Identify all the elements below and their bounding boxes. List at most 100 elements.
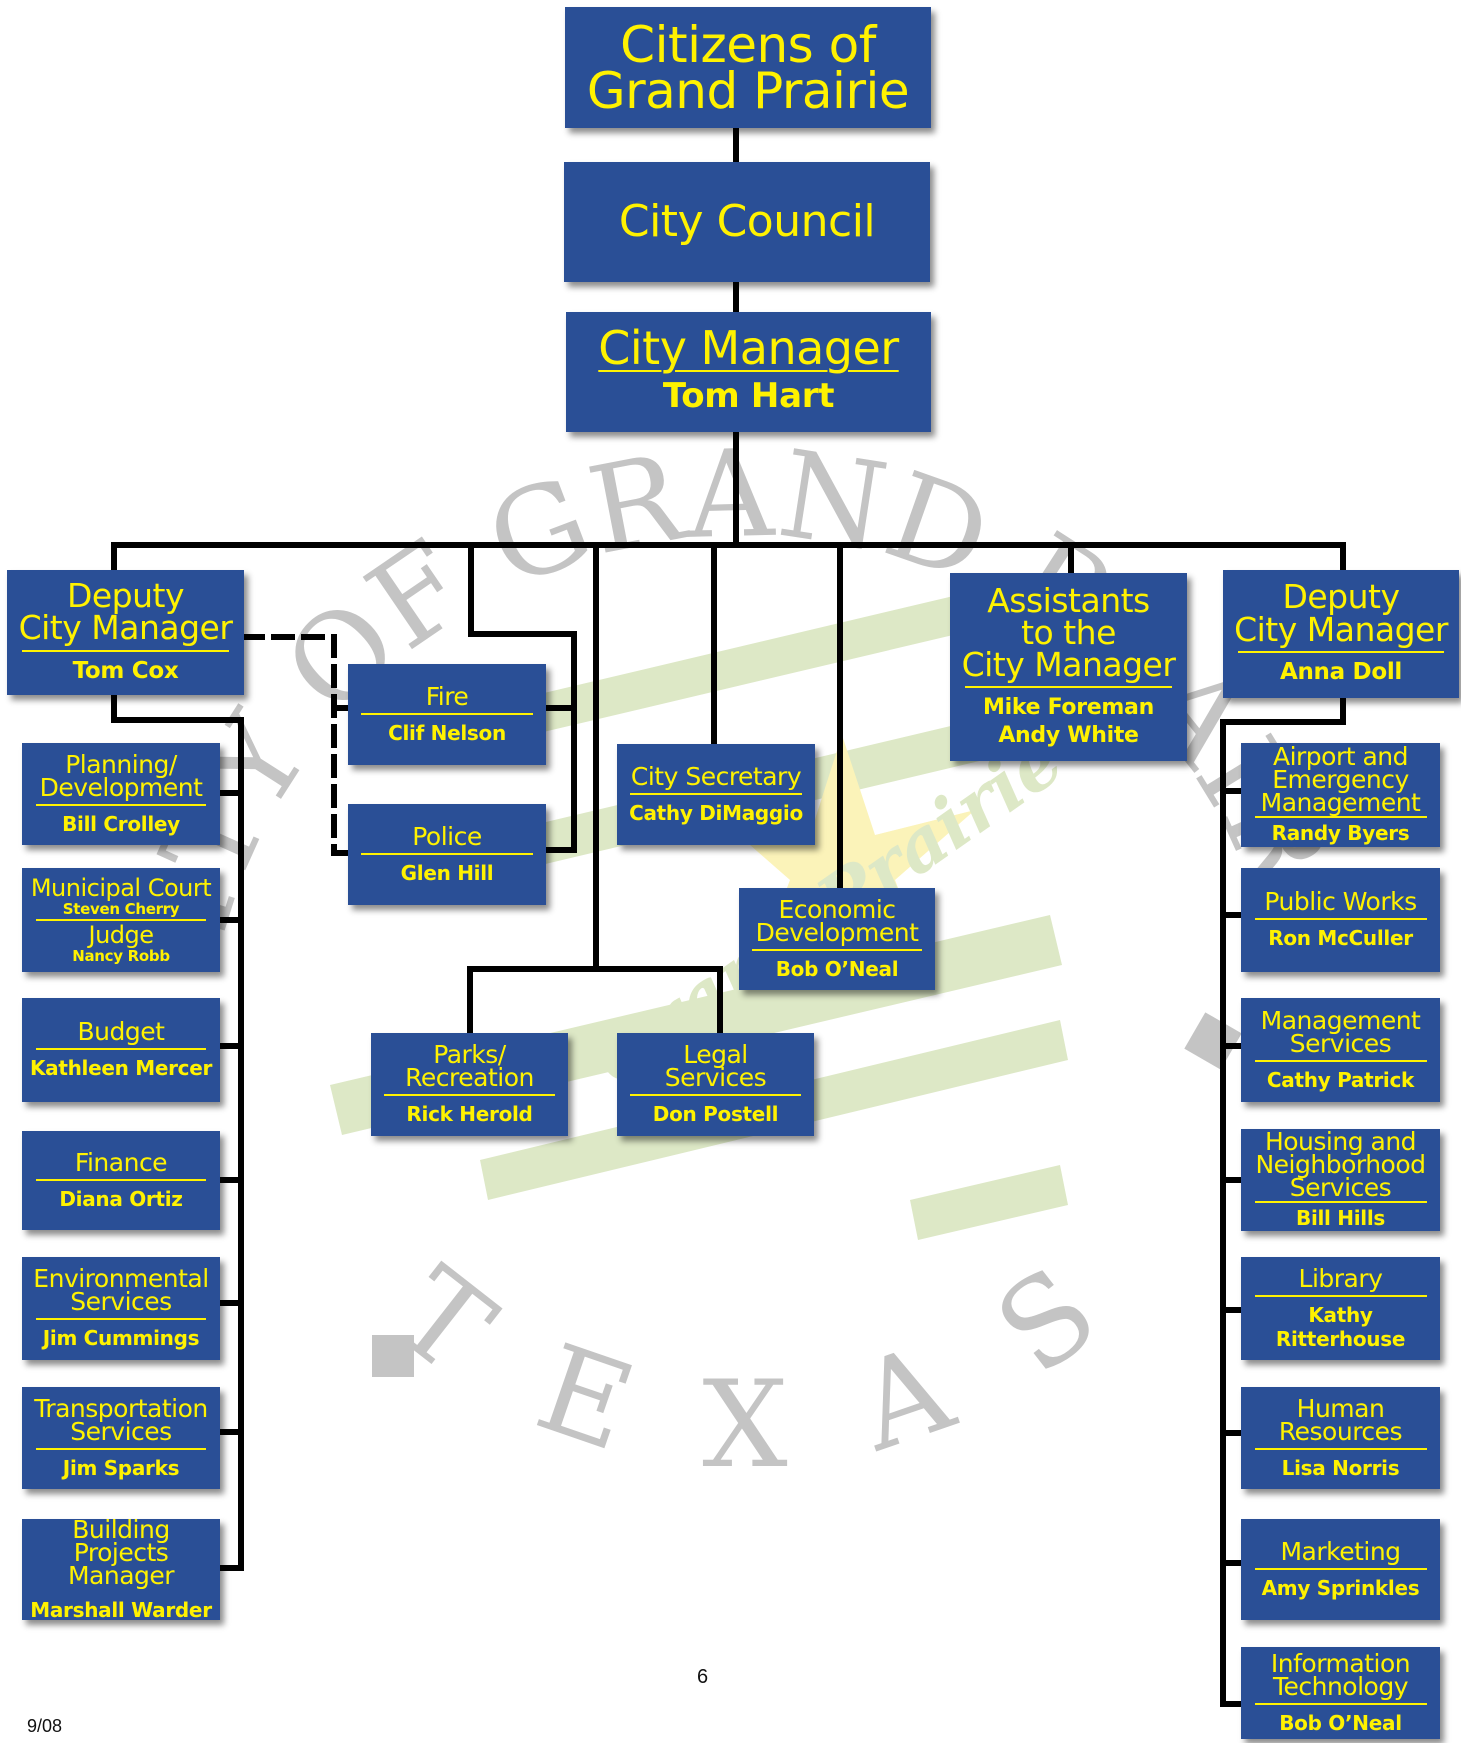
left-dept-title: Budget: [77, 1017, 165, 1046]
budget-box[interactable]: Budget Kathleen Mercer: [22, 998, 220, 1102]
title-divider: [1238, 651, 1444, 654]
deputy-left-name: Tom Cox: [72, 657, 179, 684]
right-dept-title: Housing and Neighborhood Services: [1255, 1127, 1426, 1202]
title-divider: [1254, 1567, 1427, 1570]
police-box[interactable]: Police Glen Hill: [348, 804, 546, 905]
city-secretary-box[interactable]: City Secretary Cathy DiMaggio: [617, 744, 815, 845]
right-dept-title: Human Resources: [1278, 1393, 1403, 1446]
title-divider: [1254, 1201, 1427, 1203]
city-manager-box[interactable]: City Manager Tom Hart: [566, 312, 931, 432]
legal-services-box[interactable]: Legal Services Don Postell: [617, 1033, 814, 1136]
left-dept-name: Bill Crolley: [62, 811, 180, 836]
municipal-court-title: Municipal Court: [30, 873, 212, 902]
title-divider: [630, 1094, 801, 1096]
deputy-city-manager-right-box[interactable]: Deputy City Manager Anna Doll: [1223, 570, 1459, 698]
right-dept-name: Bill Hills: [1296, 1206, 1385, 1230]
left-dept-title: Finance: [74, 1147, 168, 1177]
left-dept-name: Jim Cummings: [42, 1326, 200, 1350]
right-dept-title: Library: [1298, 1263, 1383, 1293]
right-dept-name: Randy Byers: [1271, 821, 1410, 845]
library-box[interactable]: Library Kathy Ritterhouse: [1241, 1257, 1440, 1360]
city-secretary-name: Cathy DiMaggio: [629, 800, 803, 825]
police-name: Glen Hill: [400, 860, 494, 885]
right-dept-title: Airport and Emergency Management: [1260, 742, 1421, 817]
assistants-box[interactable]: Assistants to the City Manager Mike Fore…: [950, 573, 1187, 761]
right-dept-title: Public Works: [1264, 887, 1417, 916]
citizens-box[interactable]: Citizens of Grand Prairie: [565, 7, 931, 128]
planning-development-box[interactable]: Planning/ Development Bill Crolley: [22, 743, 220, 845]
title-divider: [384, 1094, 555, 1096]
deputy-right-title: Deputy City Manager: [1234, 577, 1448, 649]
transportation-services-box[interactable]: Transportation Services Jim Sparks: [22, 1387, 220, 1489]
right-dept-name: Kathy Ritterhouse: [1275, 1302, 1406, 1351]
deputy-left-title: Deputy City Manager: [18, 575, 233, 648]
title-divider: [630, 792, 802, 795]
watermark-square: [1184, 1012, 1242, 1070]
environmental-services-box[interactable]: Environmental Services Jim Cummings: [22, 1257, 220, 1360]
title-divider: [22, 649, 229, 652]
public-works-box[interactable]: Public Works Ron McCuller: [1241, 868, 1440, 972]
deputy-city-manager-left-box[interactable]: Deputy City Manager Tom Cox: [7, 570, 244, 695]
city-manager-name: Tom Hart: [662, 376, 835, 417]
title-divider: [1254, 816, 1427, 818]
city-manager-title: City Manager: [598, 320, 899, 375]
title-divider: [361, 712, 533, 715]
economic-development-title: Economic Development: [755, 894, 919, 947]
assistants-names: Mike Foreman Andy White: [983, 695, 1154, 748]
watermark-state-letter: X: [702, 1356, 787, 1495]
right-dept-name: Amy Sprinkles: [1261, 1575, 1420, 1600]
judge-title: Judge: [88, 920, 154, 949]
municipal-court-box[interactable]: Municipal Court Steven Cherry Judge Nanc…: [22, 868, 220, 972]
left-dept-name: Kathleen Mercer: [29, 1056, 213, 1080]
revision-date: 9/08: [27, 1716, 63, 1736]
deputy-right-name: Anna Doll: [1279, 659, 1403, 686]
judge-name: Nancy Robb: [72, 946, 170, 965]
economic-development-box[interactable]: Economic Development Bob O’Neal: [739, 888, 935, 990]
housing-neighborhood-box[interactable]: Housing and Neighborhood Services Bill H…: [1241, 1129, 1440, 1231]
title-divider: [1254, 1059, 1427, 1062]
parks-recreation-name: Rick Herold: [406, 1102, 533, 1126]
municipal-court-name: Steven Cherry: [62, 899, 180, 918]
left-dept-title: Building Projects Manager: [67, 1514, 175, 1590]
right-dept-name: Ron McCuller: [1268, 926, 1413, 950]
finance-box[interactable]: Finance Diana Ortiz: [22, 1131, 220, 1230]
management-services-box[interactable]: Management Services Cathy Patrick: [1241, 998, 1440, 1102]
title-divider: [36, 1178, 206, 1181]
left-dept-name: Diana Ortiz: [59, 1186, 183, 1211]
left-dept-title: Transportation Services: [34, 1393, 208, 1446]
title-divider: [1254, 1294, 1427, 1297]
city-council-box[interactable]: City Council: [564, 162, 930, 282]
right-dept-title: Marketing: [1280, 1536, 1401, 1566]
marketing-box[interactable]: Marketing Amy Sprinkles: [1241, 1519, 1440, 1620]
title-divider: [1254, 1702, 1427, 1705]
building-projects-box[interactable]: Building Projects Manager Marshall Warde…: [22, 1514, 220, 1622]
title-divider: [965, 686, 1172, 689]
citizens-title: Citizens of Grand Prairie: [586, 15, 910, 120]
page-number: 6: [697, 1666, 709, 1688]
information-technology-box[interactable]: Information Technology Bob O’Neal: [1241, 1647, 1440, 1739]
left-dept-name: Marshall Warder: [30, 1597, 212, 1622]
title-divider: [752, 948, 922, 951]
human-resources-box[interactable]: Human Resources Lisa Norris: [1241, 1387, 1440, 1489]
parks-recreation-title: Parks/ Recreation: [405, 1040, 534, 1092]
city-council-title: City Council: [618, 196, 876, 248]
title-divider: [361, 852, 533, 855]
right-dept-name: Lisa Norris: [1281, 1455, 1400, 1480]
left-dept-title: Environmental Services: [33, 1264, 209, 1316]
assistants-title: Assistants to the City Manager: [961, 580, 1176, 685]
airport-emergency-box[interactable]: Airport and Emergency Management Randy B…: [1241, 743, 1440, 847]
title-divider: [1254, 1447, 1427, 1450]
economic-development-name: Bob O’Neal: [775, 956, 899, 981]
fire-box[interactable]: Fire Clif Nelson: [348, 664, 546, 765]
watermark-stripe: [910, 1165, 1068, 1240]
police-title: Police: [412, 821, 482, 851]
left-dept-title: Planning/ Development: [39, 749, 203, 802]
right-dept-name: Cathy Patrick: [1266, 1067, 1415, 1092]
parks-recreation-box[interactable]: Parks/ Recreation Rick Herold: [371, 1033, 568, 1136]
title-divider: [36, 1048, 206, 1050]
legal-services-title: Legal Services: [664, 1040, 767, 1092]
watermark-square: [372, 1335, 414, 1377]
fire-name: Clif Nelson: [388, 720, 506, 745]
right-dept-name: Bob O’Neal: [1279, 1710, 1402, 1735]
